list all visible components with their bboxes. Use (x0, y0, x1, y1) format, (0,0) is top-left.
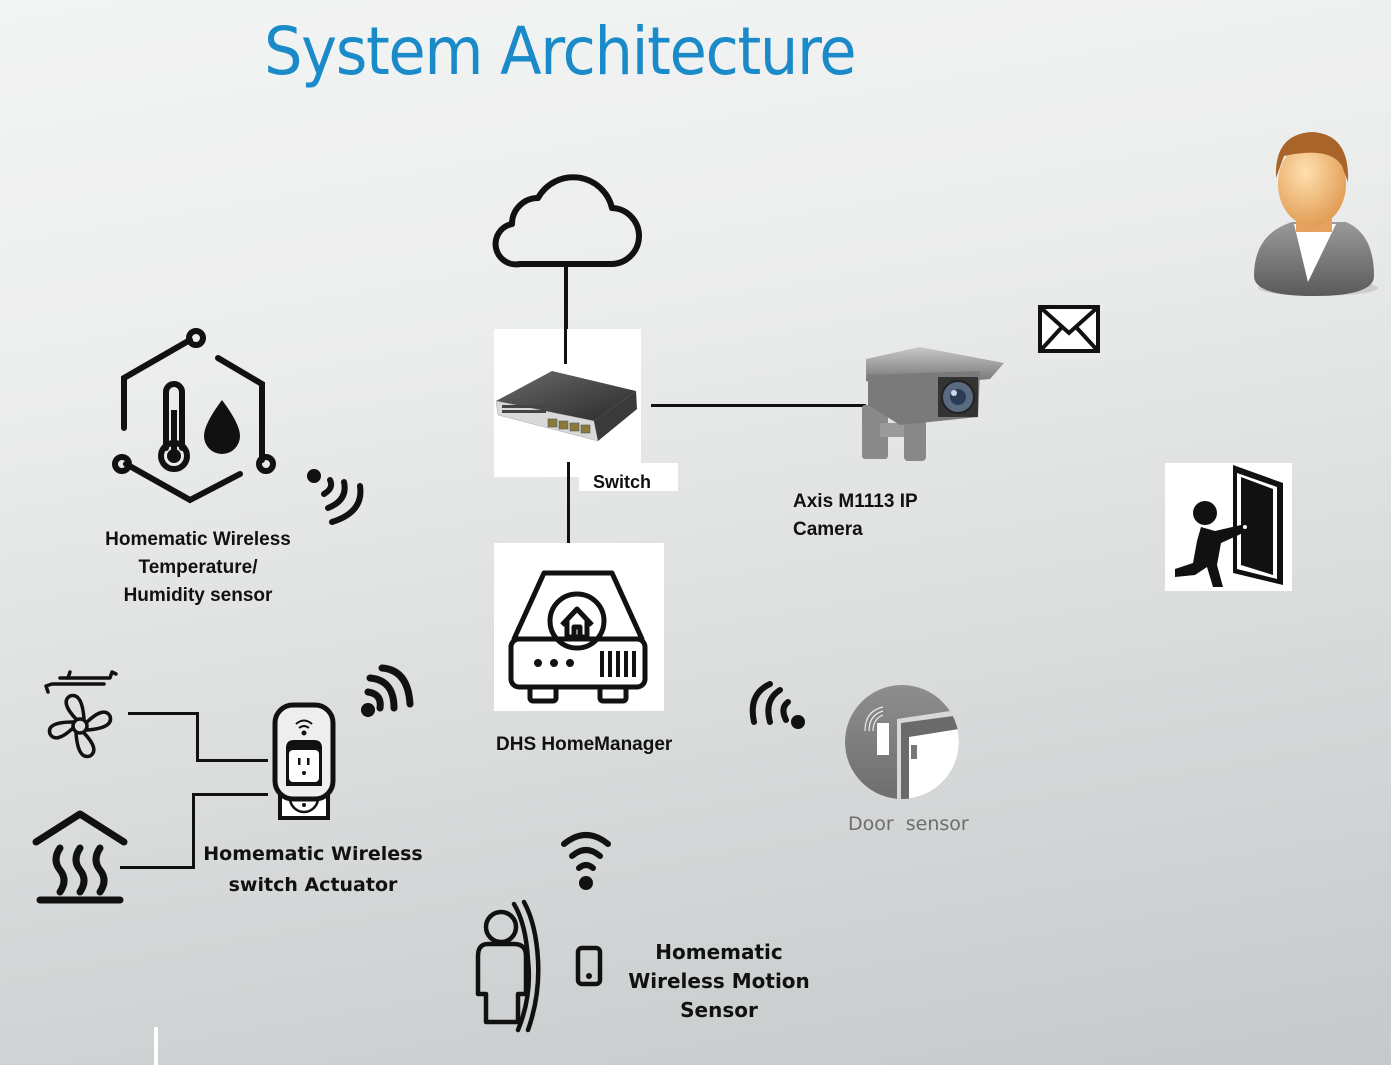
home-manager-label: DHS HomeManager (496, 734, 673, 755)
connector-heater-h1 (192, 793, 268, 796)
door-sensor-label: Door sensor (848, 813, 969, 835)
door-sensor-icon (845, 685, 959, 799)
home-server-icon (508, 570, 648, 704)
connector-cloud-switch (564, 266, 568, 364)
temp-sensor-label-line3: Humidity sensor (123, 585, 273, 606)
switch-actuator-label-line1: Homematic Wireless (203, 843, 423, 865)
connector-fan-v (196, 712, 199, 762)
cloud-icon (492, 174, 642, 268)
temp-sensor-label-line1: Homematic Wireless (105, 529, 291, 550)
connector-fan-h2 (196, 759, 268, 762)
wireless-signal-icon (307, 469, 364, 525)
camera-label: Axis M1113 IP Camera (793, 488, 918, 544)
connector-switch-homemanager (567, 462, 570, 560)
temp-sensor-label-line2: Temperature/ (138, 557, 258, 578)
divider (154, 1027, 158, 1065)
wireless-signal-icon (361, 664, 414, 717)
motion-sensor-label-line2: Wireless Motion (628, 969, 810, 993)
connector-cloud-switch-tail (564, 329, 567, 364)
camera-label-line1: Axis M1113 IP (793, 491, 918, 512)
page-title: System Architecture (264, 13, 857, 90)
smart-plug-icon (272, 702, 336, 820)
ip-camera-icon (862, 347, 1004, 461)
connector-switch-camera (651, 404, 866, 407)
switch-actuator-label-line2: switch Actuator (228, 874, 398, 896)
envelope-icon (1038, 305, 1100, 353)
connector-heater-h2 (120, 866, 195, 869)
motion-sensor-icon (475, 899, 603, 1033)
person-entering-door-icon (1175, 465, 1283, 587)
floor-heating-icon (32, 810, 128, 904)
home-manager-node (494, 543, 664, 711)
motion-sensor-label-line1: Homematic (655, 940, 783, 964)
network-switch-icon (495, 371, 637, 442)
switch-label: Switch (579, 463, 678, 492)
switch-node (494, 329, 641, 477)
wireless-signal-icon (749, 681, 805, 729)
intruder-node (1165, 463, 1292, 591)
switch-actuator-label: Homematic Wireless switch Actuator (200, 840, 426, 900)
wifi-icon (561, 832, 611, 890)
connector-heater-v (192, 793, 195, 869)
connector-fan-h1 (128, 712, 198, 715)
thermometer-droplet-icon (112, 328, 276, 504)
motion-sensor-label-line3: Sensor (680, 998, 758, 1022)
fan-icon (44, 670, 118, 759)
motion-sensor-label: Homematic Wireless Motion Sensor (624, 938, 814, 1025)
temp-sensor-label: Homematic Wireless Temperature/ Humidity… (86, 526, 310, 610)
camera-label-line2: Camera (793, 519, 863, 540)
user-avatar-icon (1254, 132, 1378, 296)
